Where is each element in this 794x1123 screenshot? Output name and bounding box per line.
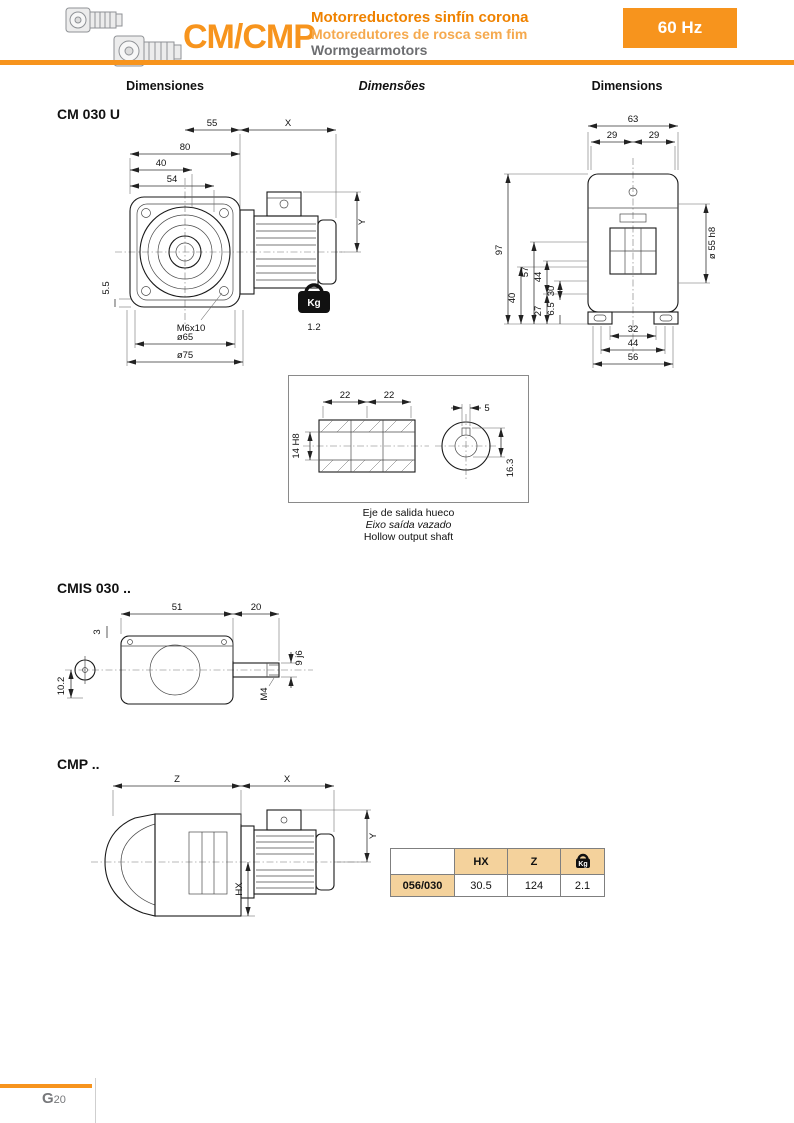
dim-30-label: 30 [546,286,557,297]
dim-40-label: 40 [156,158,167,169]
dia-65-label: ø65 [177,332,193,343]
caption-es: Eje de salida hueco [362,507,455,519]
footer-accent-bar [0,1084,92,1088]
cmp-dimensions: Z X HX Y [112,774,379,917]
dim-3-label: 3 [92,629,103,634]
dim-54-label: 54 [167,174,178,185]
side-view-dimensions: 63 29 29 97 40 57 44 27 30 [494,114,718,368]
dim-80-label: 80 [180,142,191,153]
dim-57-label: 57 [520,267,531,278]
dim-6_5-label: 6.5 [546,302,557,315]
input-hub-outline [74,656,96,684]
title-es: Motorreductores sinfín corona [311,9,529,26]
page-number: G20 [42,1090,66,1108]
section-title-cmp: CMP .. [57,756,100,772]
product-thumbnails [65,7,182,67]
column-header-es: Dimensiones [126,79,204,93]
page-num: 20 [53,1094,66,1106]
dim-40-label: 40 [507,293,518,304]
cmis030-drawing: 51 20 3 9 j6 M4 10.2 [56,602,313,705]
dim-y-label: Y [368,832,379,839]
caption-en: Hollow output shaft [363,531,454,543]
cm030u-front-view-drawing: 55 X 80 40 54 Y 5.5 M6x10 ø65 [101,118,368,366]
shaft-section-outline [318,419,416,473]
front-view-dimensions: 55 X 80 40 54 Y 5.5 M6x10 ø65 [101,118,368,366]
section-title-cm030u: CM 030 U [57,106,121,122]
table-header-blank [390,848,455,875]
bore-label: 14 H8 [291,433,302,458]
thread-label: M4 [259,687,270,700]
dim-27-label: 27 [533,306,544,317]
table-row: 056/030 30.5 124 2.1 [390,874,605,897]
cmp-drawing: Z X HX Y [91,774,379,917]
frequency-badge: 60 Hz [623,8,737,48]
table-header-hx: HX [454,848,508,875]
column-header-pt: Dimensões [358,79,426,93]
weight-value: 1.2 [307,322,320,333]
dim-44-label: 44 [533,272,544,283]
output-bell-outline [104,813,156,917]
table-header-z: Z [507,848,561,875]
dim-x-label: X [284,774,291,785]
dim-22a-label: 22 [340,390,351,401]
dim-51-label: 51 [172,602,183,613]
caption-pt: Eixo saída vazado [365,519,452,531]
shaft-detail-dimensions: 22 22 14 H8 [291,390,412,461]
page-letter: G [42,1090,54,1107]
input-shaft-outline [232,662,280,678]
footer-divider [95,1078,96,1123]
dim-32-label: 32 [628,324,639,335]
title-pt: Motoredutores de rosca sem fim [311,26,528,42]
dim-16_3-label: 16.3 [505,459,516,478]
column-header-en: Dimensions [591,79,663,93]
header-titles: Motorreductores sinfín corona Motoreduto… [311,9,529,59]
shaft-dia-label: ø 55 h8 [707,227,718,259]
dim-22b-label: 22 [384,390,395,401]
table-header-row: HX Z Kg [390,848,605,875]
motor-outline [239,191,337,295]
hollow-shaft-drawing: 22 22 14 H8 5 16.3 [291,390,516,480]
dim-x-label: X [285,118,292,129]
shaft-dia-label: 9 j6 [294,650,305,665]
gearbox-side-outline [587,173,679,325]
title-en: Wormgearmotors [311,42,428,58]
kg-icon-label: Kg [307,298,320,309]
dim-55-label: 55 [207,118,218,129]
gearmotor-photo-icons [65,7,182,67]
weight-icon-label: Kg [578,861,587,868]
dia-75-label: ø75 [177,350,193,361]
table-header-weight: Kg [560,848,605,875]
header-accent-rule [0,60,794,65]
hx-value-cell: 30.5 [454,874,508,897]
cm030u-side-view-drawing: 63 29 29 97 40 57 44 27 30 [494,114,718,368]
model-cell: 056/030 [390,874,455,897]
dim-29a-label: 29 [607,130,618,141]
cmis-dimensions: 51 20 3 9 j6 M4 10.2 [56,602,305,701]
dim-5-label: 5 [484,403,489,414]
section-title-cmis030: CMIS 030 .. [57,580,131,596]
weight-icon: Kg [575,853,590,868]
shaft-end-view: 5 16.3 [435,403,516,480]
z-value-cell: 124 [507,874,561,897]
dim-10_2-label: 10.2 [56,677,67,696]
dim-44b-label: 44 [628,338,639,349]
hollow-shaft-caption: Eje de salida hueco Eixo saída vazado Ho… [288,507,529,543]
dim-29b-label: 29 [649,130,660,141]
dim-63-label: 63 [628,114,639,125]
dim-z-label: Z [174,774,180,785]
dim-hx-label: HX [234,882,245,896]
hollow-shaft-detail-panel: 22 22 14 H8 5 16.3 [288,375,529,503]
dim-5_5-label: 5.5 [101,281,112,294]
screw-label: M6x10 [177,323,206,334]
dim-20-label: 20 [251,602,262,613]
weight-icon: Kg 1.2 [298,283,330,333]
cmp-dimensions-table: HX Z Kg 056/030 30.5 124 2.1 [390,848,605,897]
kg-value-cell: 2.1 [560,874,605,897]
gearbox-outline [154,813,242,917]
dim-56-label: 56 [628,352,639,363]
product-code: CM/CMP [183,18,316,56]
dim-97-label: 97 [494,245,505,256]
dim-y-label: Y [357,218,368,225]
motor-outline [240,809,335,899]
